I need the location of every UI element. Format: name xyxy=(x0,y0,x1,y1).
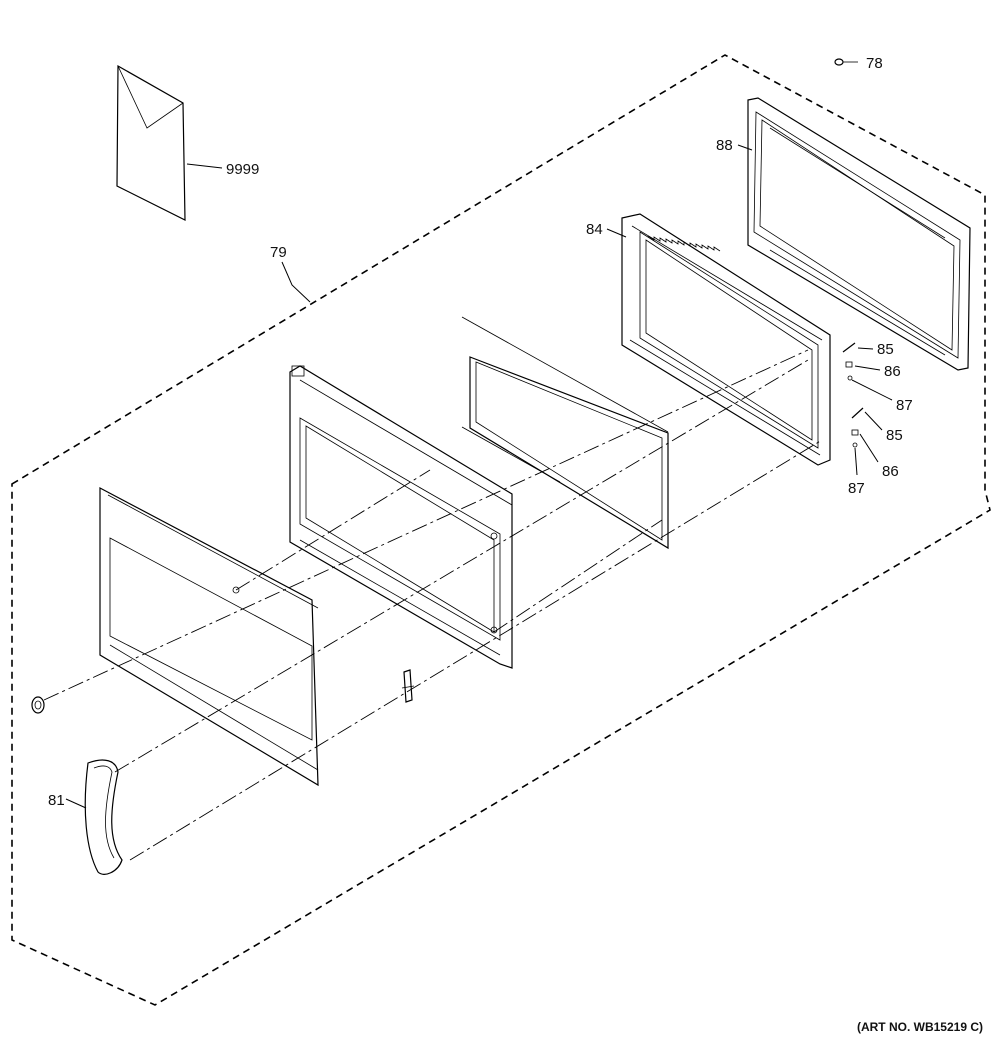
callout-86-upper: 86 xyxy=(884,363,901,380)
part-81-door-handle xyxy=(84,759,123,875)
callout-84: 84 xyxy=(586,221,603,238)
art-number: (ART NO. WB15219 C) xyxy=(857,1020,983,1034)
door-middle-panel xyxy=(289,365,513,669)
hinge-screws-and-washers xyxy=(842,342,864,448)
callout-86-lower: 86 xyxy=(882,463,899,480)
assembly-centerlines xyxy=(43,349,823,861)
callout-85-upper: 85 xyxy=(877,341,894,358)
callout-9999: 9999 xyxy=(226,161,259,178)
callout-78: 78 xyxy=(866,55,883,72)
callout-87-lower: 87 xyxy=(848,480,865,497)
part-78-fastener xyxy=(834,58,858,66)
part-88-rear-frame xyxy=(747,97,971,371)
door-assembly-boundary xyxy=(11,54,991,1006)
door-front-panel xyxy=(99,487,319,787)
door-glass-panel xyxy=(461,316,669,550)
callout-81: 81 xyxy=(48,792,65,809)
callout-79: 79 xyxy=(270,244,287,261)
callout-88: 88 xyxy=(716,137,733,154)
literature-sheet xyxy=(116,64,186,221)
callout-85-lower: 85 xyxy=(886,427,903,444)
part-84-inner-door-frame xyxy=(621,213,831,466)
grommet-left xyxy=(31,696,45,714)
door-latch-clip xyxy=(401,669,415,703)
callout-87-upper: 87 xyxy=(896,397,913,414)
